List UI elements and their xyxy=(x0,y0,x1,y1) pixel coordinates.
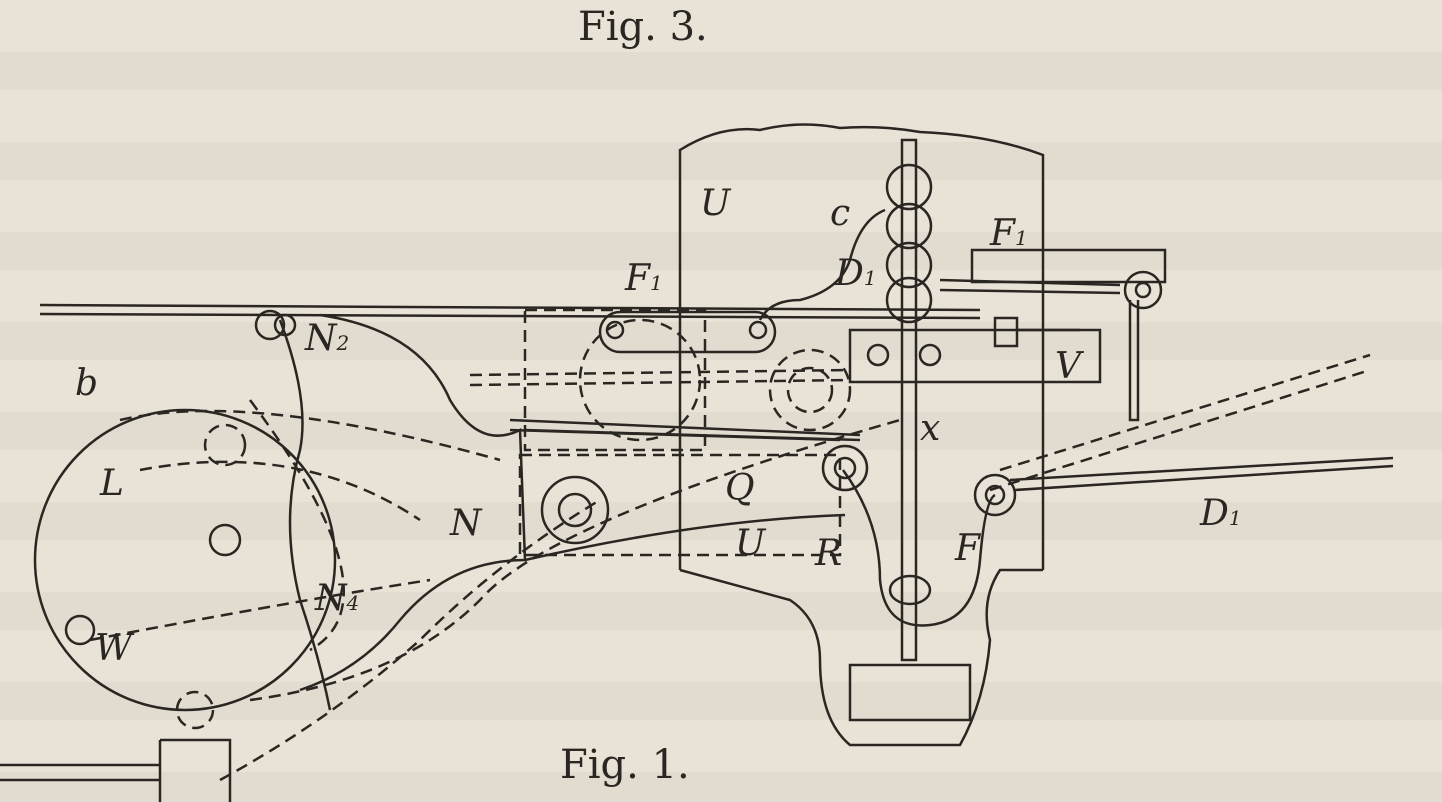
figure-3-caption: Fig. 3. xyxy=(578,4,708,50)
arm-n xyxy=(299,313,527,692)
knob xyxy=(848,663,972,722)
ball-stack xyxy=(885,163,933,324)
plate-lower-outline xyxy=(679,568,1043,747)
hidden-box xyxy=(523,308,707,452)
label-b: b xyxy=(75,363,98,404)
disk-l xyxy=(33,408,337,712)
figure-1-caption: Fig. 1. xyxy=(560,742,690,788)
lever-v xyxy=(1128,300,1140,422)
link-f1 xyxy=(598,310,777,354)
label-n4: N4 xyxy=(314,578,359,619)
label-n: N xyxy=(449,503,483,544)
lever-r xyxy=(841,469,996,627)
block-v xyxy=(993,316,1019,348)
label-v: V xyxy=(1055,346,1085,387)
label-w: W xyxy=(95,628,135,669)
label-n2: N2 xyxy=(304,318,349,359)
spring-c xyxy=(758,208,886,321)
label-u-lower: U xyxy=(735,523,767,564)
vertical-rod xyxy=(900,138,918,662)
label-f-lower: F xyxy=(954,528,982,569)
disk-break xyxy=(278,319,332,711)
label-d1-top: D1 xyxy=(834,253,877,294)
label-x: x xyxy=(920,408,940,449)
top-bar xyxy=(39,303,981,320)
label-d1-right: D1 xyxy=(1199,493,1242,534)
label-f1-right: F1 xyxy=(989,213,1028,254)
label-r: R xyxy=(814,533,842,574)
plate-block xyxy=(848,328,1102,384)
label-q: Q xyxy=(725,468,755,509)
label-c: c xyxy=(830,193,850,234)
rod-f1 xyxy=(939,278,1121,295)
plate-u xyxy=(678,123,1045,570)
bracket-f1 xyxy=(970,248,1167,284)
label-u-plate: U xyxy=(700,183,732,224)
label-f1-left: F1 xyxy=(624,258,663,299)
label-l: L xyxy=(99,463,124,504)
lever-d1 xyxy=(1009,456,1394,492)
